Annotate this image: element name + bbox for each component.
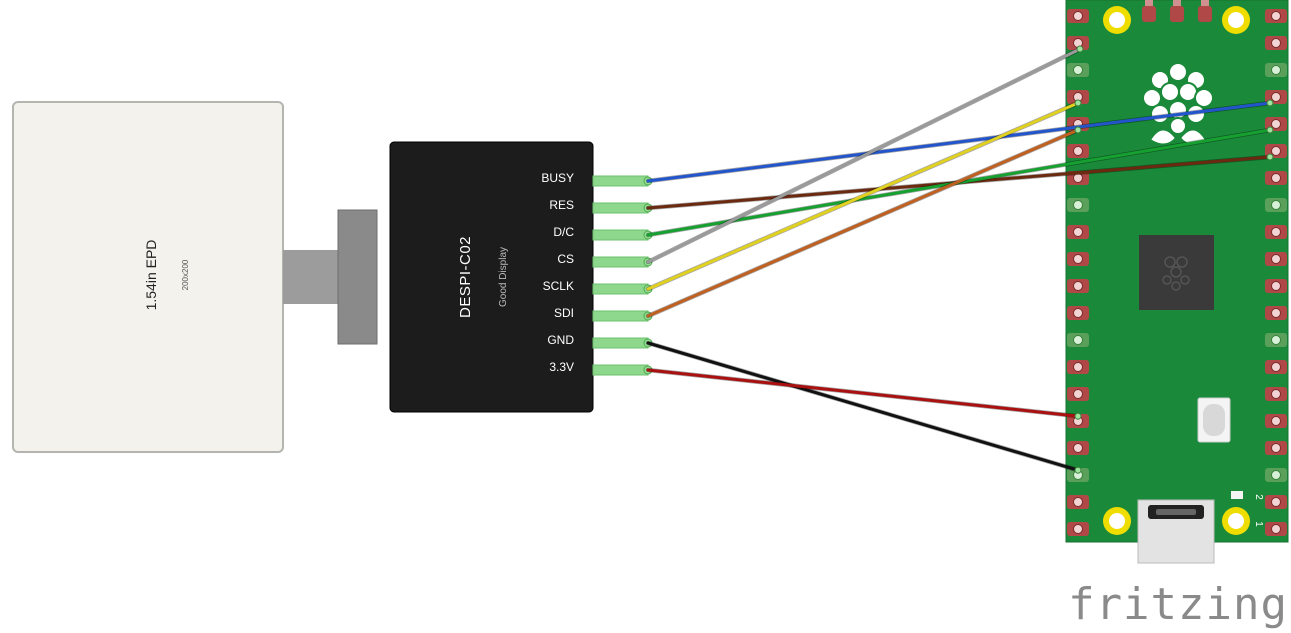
driver-pin-label: CS (557, 252, 574, 266)
wire-end (1266, 126, 1274, 134)
pico-pin-hole[interactable] (1271, 227, 1281, 237)
wire[interactable] (646, 101, 1272, 183)
driver-pin-lead (592, 337, 649, 349)
pico-pin-hole[interactable] (1271, 416, 1281, 426)
mounting-hole (1103, 6, 1131, 34)
wire[interactable] (646, 128, 1080, 318)
pico-pin-hole[interactable] (1271, 146, 1281, 156)
pico-pin-hole[interactable] (1073, 65, 1083, 75)
pico-pin-hole[interactable] (1073, 227, 1083, 237)
pico-pin-hole[interactable] (1073, 200, 1083, 210)
wire-end (1266, 99, 1274, 107)
wire-end (1074, 99, 1082, 107)
chip-logo-icon (1162, 256, 1190, 291)
driver-title: DESPI-C02 (457, 236, 474, 318)
fpc-connector (337, 209, 378, 345)
pico-gpio-pins (1067, 9, 1287, 536)
wires (645, 45, 1274, 474)
driver-pin-lead (592, 256, 649, 268)
wire[interactable] (646, 47, 1082, 264)
driver-pin-lead (592, 175, 649, 187)
driver-pin-label: GND (547, 333, 574, 347)
pico-pin-hole[interactable] (1271, 470, 1281, 480)
pico-pin-hole[interactable] (1271, 524, 1281, 534)
pico-pin-hole[interactable] (1271, 173, 1281, 183)
pico-pin-hole[interactable] (1073, 146, 1083, 156)
fritzing-logo: fritzing (1068, 579, 1288, 630)
wire[interactable] (646, 341, 1080, 472)
epd-subtitle: 200x200 (181, 259, 190, 290)
wire[interactable] (646, 101, 1080, 291)
wire[interactable] (646, 368, 1080, 418)
raspberry-pi-logo-icon (1142, 62, 1214, 146)
pico-pin-hole[interactable] (1271, 281, 1281, 291)
pico-pin-hole[interactable] (1073, 524, 1083, 534)
driver-pin-lead (592, 229, 649, 241)
pico-pin-hole[interactable] (1271, 497, 1281, 507)
driver-pin-label: 3.3V (549, 360, 574, 374)
mounting-hole (1222, 507, 1250, 535)
despi-driver-board: DESPI-C02 Good Display BUSY RES D/C CS SCLK S… (389, 141, 653, 413)
wire-end (1074, 126, 1082, 134)
pico-pin-1-label: 1 (1253, 521, 1264, 527)
pico-pin-hole[interactable] (1271, 92, 1281, 102)
pico-pin-hole[interactable] (1073, 308, 1083, 318)
pico-pin-2-label: 2 (1253, 494, 1264, 500)
pico-pin-hole[interactable] (1271, 362, 1281, 372)
epd-flex-cable (283, 250, 339, 304)
micro-usb-connector (1137, 499, 1215, 564)
pico-pin-hole[interactable] (1271, 389, 1281, 399)
wire-end (1074, 412, 1082, 420)
wire-end (1266, 153, 1274, 161)
driver-subtitle: Good Display (498, 247, 509, 307)
driver-pin-label: D/C (553, 225, 574, 239)
driver-pin-label: SDI (554, 306, 574, 320)
driver-pin-lead (592, 310, 649, 322)
bootsel-button[interactable] (1197, 397, 1231, 443)
pico-pin-hole[interactable] (1073, 389, 1083, 399)
pico-pin-hole[interactable] (1271, 443, 1281, 453)
epd-title: 1.54in EPD (143, 240, 159, 311)
pico-pin-hole[interactable] (1271, 200, 1281, 210)
status-led (1231, 491, 1243, 499)
pico-pin-hole[interactable] (1271, 308, 1281, 318)
wire-end (1074, 466, 1082, 474)
pico-pin-hole[interactable] (1271, 119, 1281, 129)
pico-pin-hole[interactable] (1073, 254, 1083, 264)
pico-pin-hole[interactable] (1073, 335, 1083, 345)
pico-pin-hole[interactable] (1073, 362, 1083, 372)
pico-pin-hole[interactable] (1271, 65, 1281, 75)
pico-pin-hole[interactable] (1073, 281, 1083, 291)
wire-end (1076, 45, 1084, 53)
epd-display-module: 1.54in EPD 200x200 (12, 101, 378, 453)
pico-pin-hole[interactable] (1073, 497, 1083, 507)
pico-pin-hole[interactable] (1271, 335, 1281, 345)
driver-pin-label: SCLK (543, 279, 574, 293)
driver-pin-lead (592, 283, 649, 295)
raspberry-pi-pico: 2 1 (1065, 0, 1289, 564)
pico-pin-hole[interactable] (1073, 11, 1083, 21)
driver-pin-lead (592, 364, 649, 376)
debug-pads (1142, 0, 1212, 22)
pico-pin-hole[interactable] (1271, 11, 1281, 21)
driver-pin-label: BUSY (541, 171, 574, 185)
driver-pin-header: BUSY RES D/C CS SCLK SDI GND 3.3V (541, 171, 653, 376)
rp2040-chip (1139, 235, 1214, 310)
driver-board-body (389, 141, 594, 413)
pico-pin-hole[interactable] (1271, 254, 1281, 264)
driver-pin-label: RES (549, 198, 574, 212)
mounting-hole (1103, 507, 1131, 535)
mounting-hole (1222, 6, 1250, 34)
pico-pin-hole[interactable] (1271, 38, 1281, 48)
pico-pin-hole[interactable] (1073, 443, 1083, 453)
driver-pin-lead (592, 202, 649, 214)
